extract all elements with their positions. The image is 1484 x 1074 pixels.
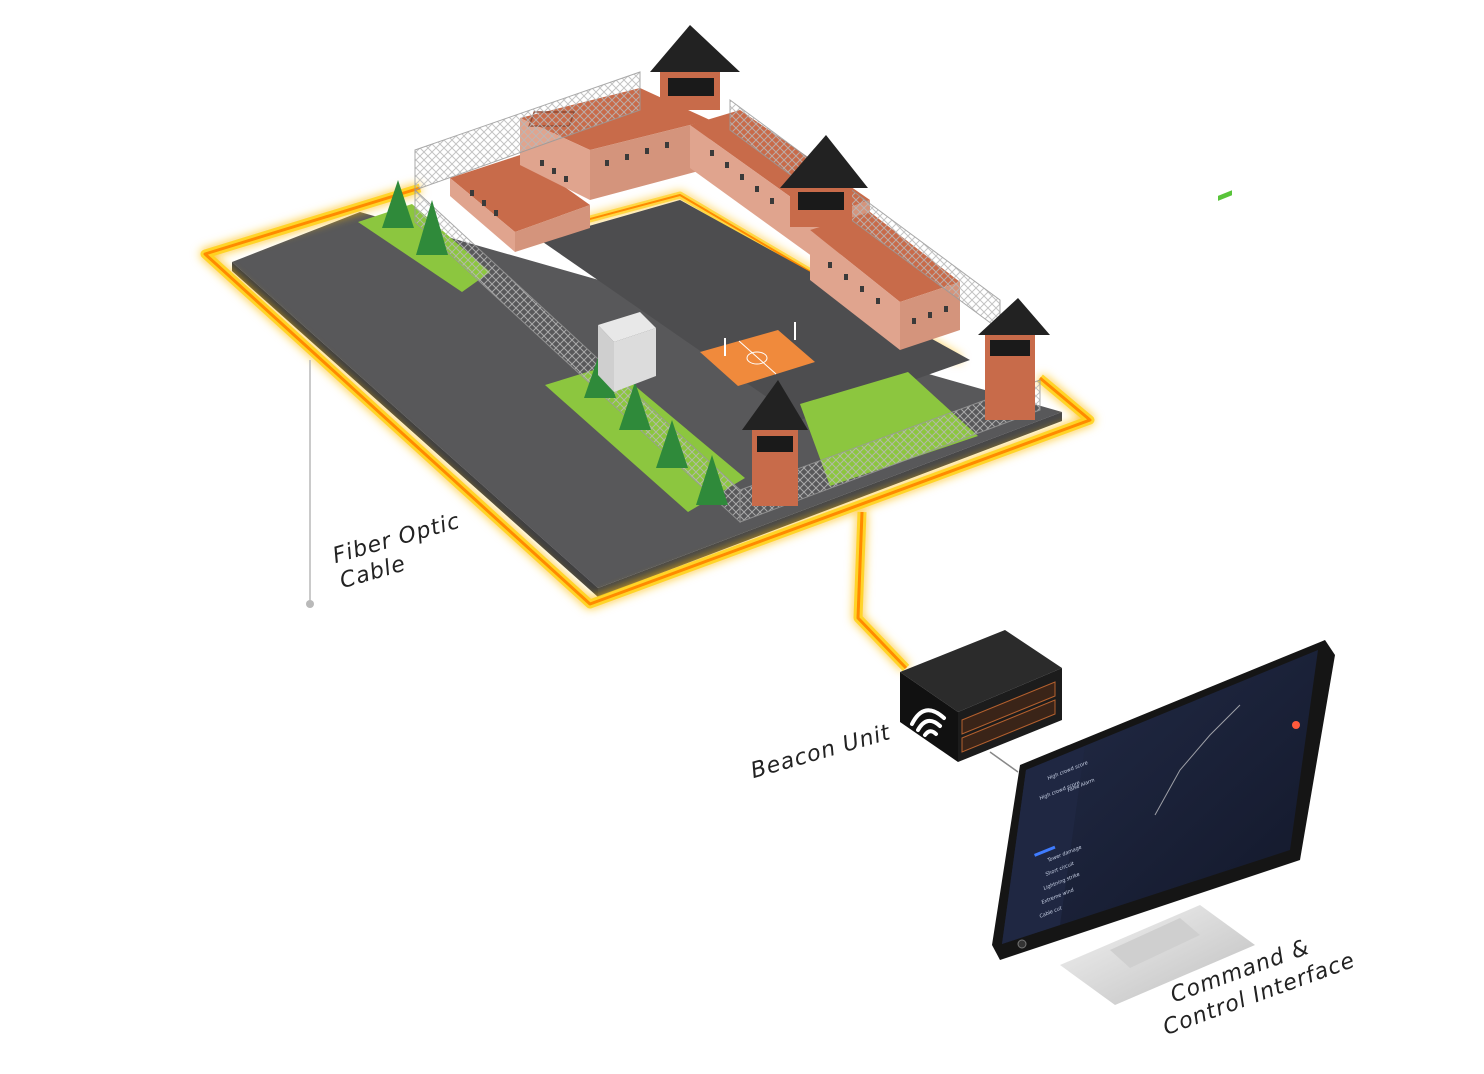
power-button-icon: [1017, 939, 1027, 949]
beacon-logo-icon: [910, 708, 946, 737]
monitor-screen: [1002, 650, 1318, 944]
beacon-rack-bays: [961, 681, 1056, 753]
watchtower-icon: [650, 25, 1050, 506]
inner-yard: [540, 200, 970, 420]
beacon-to-monitor-cable: [989, 751, 1019, 773]
beacon-unit: [900, 630, 1062, 762]
basketball-court: [700, 322, 815, 386]
command-monitor: High crowd score High crowd score False …: [992, 190, 1335, 1005]
guard-booth: [598, 312, 656, 392]
fiber-callout-pointer: [306, 360, 314, 608]
perimeter-fence: [414, 71, 1041, 524]
